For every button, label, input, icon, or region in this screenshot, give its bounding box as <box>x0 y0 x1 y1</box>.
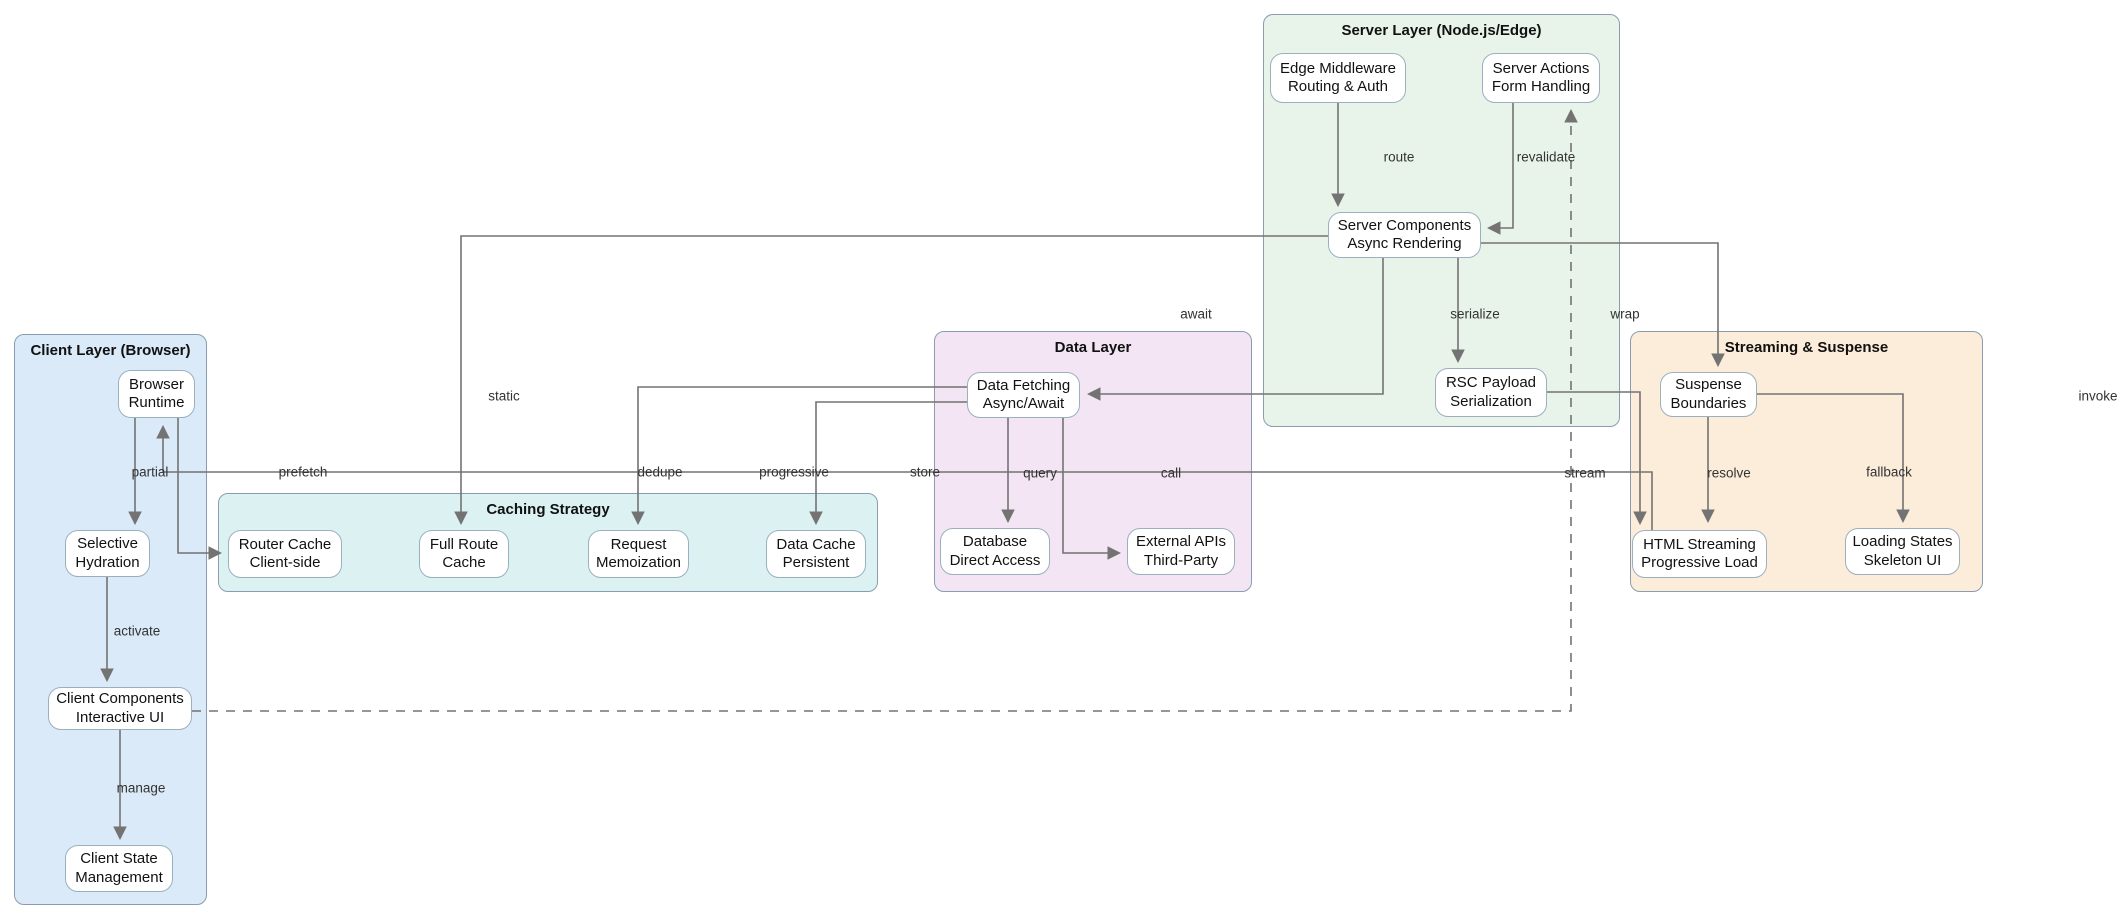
edge-label-dedupe: dedupe <box>637 464 683 480</box>
node-label-line: Suspense <box>1675 376 1742 394</box>
node-label-line: Request <box>610 535 667 553</box>
node-label-line: Serialization <box>1450 392 1532 410</box>
node-label-line: Edge Middleware <box>1280 59 1396 77</box>
group-title-client: Client Layer (Browser) <box>30 342 191 359</box>
edge-label-stream: stream <box>1564 465 1606 481</box>
node-label-line: Progressive Load <box>1641 554 1758 571</box>
group-title-streaming: Streaming & Suspense <box>1724 339 1889 356</box>
edge-label-prefetch: prefetch <box>278 464 328 480</box>
edge-label-wrap: wrap <box>1610 306 1640 322</box>
edge-label-await: await <box>1180 306 1212 322</box>
node-label-line: Server Actions <box>1492 59 1590 77</box>
node-label-line: Management <box>75 868 163 886</box>
group-title-server: Server Layer (Node.js/Edge) <box>1341 22 1542 39</box>
edge-label-progressive: progressive <box>759 464 829 480</box>
edge-label-revalidate: revalidate <box>1516 149 1576 165</box>
node-label-line: Async Rendering <box>1347 235 1462 252</box>
edge-label-resolve: resolve <box>1707 465 1751 481</box>
node-label-line: Persistent <box>782 554 850 571</box>
edge-label-invoke: invoke <box>2078 388 2118 404</box>
node-label-line: Server Components <box>1337 216 1472 234</box>
node-label-line: Third-Party <box>1143 551 1219 569</box>
node-label-line: Boundaries <box>1670 394 1747 412</box>
group-title-data: Data Layer <box>1054 339 1132 356</box>
node-label-line: Hydration <box>75 553 140 571</box>
node-label-line: Client Components <box>56 690 184 708</box>
node-label-line: Cache <box>442 554 486 571</box>
edge-label-route: route <box>1383 149 1415 165</box>
edge-label-store: store <box>909 464 941 480</box>
node-label-line: Runtime <box>128 394 185 411</box>
node-label-line: Direct Access <box>949 551 1041 569</box>
node-label-line: Router Cache <box>238 535 332 553</box>
node-label-line: Loading States <box>1852 533 1953 551</box>
edge-label-partial: partial <box>131 464 169 480</box>
node-label-line: Routing & Auth <box>1287 78 1389 95</box>
edge-label-static: static <box>488 388 520 404</box>
node-label-line: HTML Streaming <box>1643 535 1756 553</box>
node-label-line: Selective <box>77 535 138 553</box>
node-label-line: Skeleton UI <box>1863 551 1942 569</box>
edge-label-fallback: fallback <box>1866 464 1912 480</box>
node-label-line: Database <box>962 533 1028 551</box>
edge-label-query: query <box>1023 465 1057 481</box>
node-label-line: RSC Payload <box>1445 374 1537 392</box>
node-label-line: Client-side <box>249 554 321 571</box>
node-label-line: External APIs <box>1135 533 1227 551</box>
node-label-line: Data Fetching <box>976 376 1071 394</box>
node-label-line: Browser <box>128 375 184 393</box>
group-client: Client Layer (Browser) <box>14 334 207 905</box>
edge-label-activate: activate <box>113 623 161 639</box>
node-label-line: Form Handling <box>1491 78 1591 95</box>
edge-label-call: call <box>1160 465 1182 481</box>
edge-label-serialize: serialize <box>1450 306 1500 322</box>
node-label-line: Async/Await <box>982 395 1065 412</box>
node-label-line: Memoization <box>595 554 682 571</box>
node-label-line: Full Route <box>429 535 499 553</box>
edge-label-manage: manage <box>116 780 166 796</box>
node-label-line: Client State <box>80 850 158 868</box>
group-title-caching: Caching Strategy <box>486 501 610 518</box>
node-label-line: Data Cache <box>776 535 856 553</box>
node-label-line: Interactive UI <box>75 708 165 726</box>
